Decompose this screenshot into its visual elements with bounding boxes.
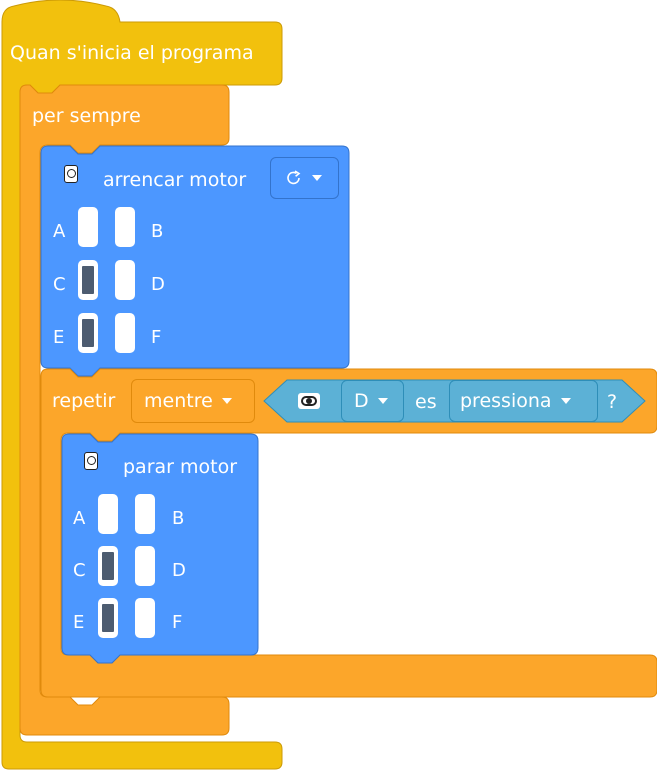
port-f-button[interactable] xyxy=(115,313,135,353)
stop-motor-label: parar motor xyxy=(123,456,238,478)
forever-block-shape[interactable] xyxy=(19,84,230,736)
clockwise-arrow-icon xyxy=(287,170,301,185)
port-a-button[interactable] xyxy=(78,207,98,247)
port-label-f: F xyxy=(151,327,162,348)
repeat-label: repetir xyxy=(52,390,116,412)
sensor-state-value: pressiona xyxy=(460,390,552,412)
port-label-a: A xyxy=(73,508,86,529)
port-label-e: E xyxy=(73,612,85,633)
hub-icon xyxy=(84,452,98,470)
port-e-button[interactable] xyxy=(78,313,98,353)
sensor-port-value: D xyxy=(354,390,369,412)
sensor-state-dropdown[interactable]: pressiona xyxy=(449,380,598,422)
force-sensor-icon xyxy=(298,393,320,409)
hub-icon xyxy=(64,165,78,183)
port-label-c: C xyxy=(53,274,66,295)
port-label-f: F xyxy=(172,612,183,633)
port-label-b: B xyxy=(151,221,164,242)
port-label-e: E xyxy=(53,327,65,348)
chevron-down-icon xyxy=(221,398,232,404)
port-label-d: D xyxy=(151,274,165,295)
port-d-button[interactable] xyxy=(115,260,135,300)
repeat-mode-dropdown[interactable]: mentre xyxy=(131,379,255,423)
condition-suffix: ? xyxy=(607,391,618,413)
port-label-b: B xyxy=(172,508,185,529)
port-a-button[interactable] xyxy=(98,494,118,534)
forever-block-label: per sempre xyxy=(32,105,141,127)
repeat-mode-value: mentre xyxy=(144,390,213,412)
hat-block-label: Quan s'inicia el programa xyxy=(10,42,254,64)
chevron-down-icon xyxy=(377,398,388,404)
port-c-button[interactable] xyxy=(78,260,98,300)
port-c-button[interactable] xyxy=(98,546,118,586)
port-label-d: D xyxy=(172,560,186,581)
port-e-button[interactable] xyxy=(98,598,118,638)
port-b-button[interactable] xyxy=(135,494,155,534)
port-f-button[interactable] xyxy=(135,598,155,638)
port-label-a: A xyxy=(53,221,66,242)
direction-dropdown[interactable] xyxy=(270,157,339,199)
port-label-c: C xyxy=(73,560,86,581)
port-d-button[interactable] xyxy=(135,546,155,586)
sensor-port-dropdown[interactable]: D xyxy=(341,380,404,422)
chevron-down-icon xyxy=(312,175,322,181)
chevron-down-icon xyxy=(560,398,571,404)
condition-connector: es xyxy=(415,391,437,413)
port-b-button[interactable] xyxy=(115,207,135,247)
start-motor-label: arrencar motor xyxy=(103,169,247,191)
